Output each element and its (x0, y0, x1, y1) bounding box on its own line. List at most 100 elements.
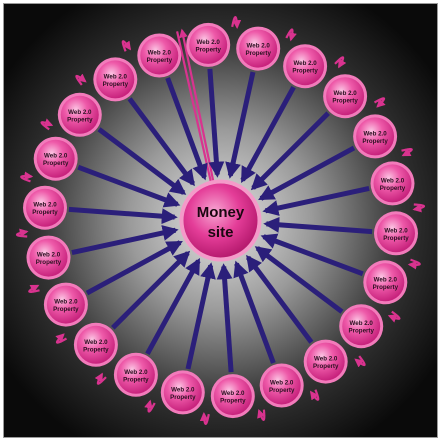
spoke-arrow (233, 260, 276, 364)
link-arrow (231, 15, 242, 29)
node-circle (262, 366, 301, 405)
spoke-arrow (258, 145, 356, 201)
node-label-line2: Property (123, 376, 149, 383)
spoke-arrow (207, 68, 225, 178)
node-label-line2: Property (348, 328, 374, 335)
node-label-line1: Web 2.0 (54, 299, 78, 306)
node-circle (26, 188, 64, 227)
link-arrow (309, 389, 320, 401)
spoke-arrow (245, 254, 314, 344)
node-label-line2: Property (380, 185, 406, 192)
node-label-line1: Web 2.0 (270, 380, 294, 387)
node-label-line1: Web 2.0 (171, 386, 195, 393)
spoke-arrow (250, 111, 330, 191)
node-circle (373, 164, 412, 203)
link-arrow (20, 171, 34, 183)
node-circle (342, 307, 381, 346)
node-label-line2: Property (53, 306, 79, 313)
spoke-arrow (71, 225, 179, 256)
node-label-line1: Web 2.0 (33, 202, 57, 209)
spoke-arrow (111, 250, 191, 330)
node-label-line2: Property (332, 98, 358, 105)
node-label-line1: Web 2.0 (247, 43, 271, 50)
node-label-line1: Web 2.0 (104, 73, 128, 80)
spoke-arrows (68, 68, 373, 373)
money-site-node: Money site (179, 179, 262, 262)
money-site-label-line2: site (208, 224, 234, 241)
node-label-line2: Property (36, 259, 62, 266)
spoke-arrow (216, 263, 234, 373)
node-circle (163, 373, 202, 412)
node-circle (36, 139, 75, 178)
spoke-arrow (185, 262, 216, 370)
link-arrow (401, 148, 413, 157)
node-label-line1: Web 2.0 (381, 177, 405, 184)
spoke-arrow (85, 240, 183, 296)
node-circle (366, 263, 405, 302)
spoke-arrow (145, 257, 201, 356)
node-label-line1: Web 2.0 (68, 109, 92, 116)
spoke-arrow (225, 71, 256, 179)
node-circle (377, 214, 415, 253)
link-arrow (412, 203, 426, 213)
node-label-line2: Property (362, 138, 388, 145)
link-arrow (199, 412, 210, 426)
node-label-line2: Property (195, 46, 221, 53)
node-label-line1: Web 2.0 (44, 153, 68, 160)
node-circle (306, 342, 345, 381)
node-label-line1: Web 2.0 (374, 276, 398, 283)
node-circle (60, 95, 99, 134)
node-circle (189, 25, 228, 64)
node-label-line2: Property (292, 68, 318, 75)
link-arrow (285, 28, 297, 42)
node-circle (76, 325, 115, 364)
money-site-circle (183, 183, 258, 258)
node-label-line1: Web 2.0 (197, 39, 221, 46)
node-circle (29, 238, 68, 277)
link-arrow (257, 408, 266, 421)
node-label-line1: Web 2.0 (124, 369, 148, 376)
node-label-line2: Property (269, 387, 295, 394)
node-label-line1: Web 2.0 (84, 339, 108, 346)
node-label-line1: Web 2.0 (350, 320, 374, 327)
spoke-arrow (68, 206, 178, 225)
node-label-line1: Web 2.0 (363, 130, 387, 137)
node-label-line2: Property (245, 50, 271, 57)
link-arrow (334, 56, 347, 69)
spoke-arrow (262, 185, 370, 216)
link-arrow (407, 258, 421, 270)
node-label-line1: Web 2.0 (333, 90, 357, 97)
node-label-line2: Property (43, 160, 69, 167)
node-label-line1: Web 2.0 (384, 227, 408, 234)
node-circle (46, 285, 85, 324)
node-label-line2: Property (67, 116, 93, 123)
node-label-line2: Property (32, 209, 58, 216)
node-label-line1: Web 2.0 (37, 252, 61, 259)
spoke-arrow (240, 85, 296, 184)
link-arrow (28, 284, 40, 293)
link-arrow (55, 333, 68, 344)
node-label-line2: Property (373, 284, 399, 291)
node-label-line2: Property (83, 346, 109, 353)
node-circle (356, 117, 395, 156)
link-arrow (354, 355, 366, 368)
